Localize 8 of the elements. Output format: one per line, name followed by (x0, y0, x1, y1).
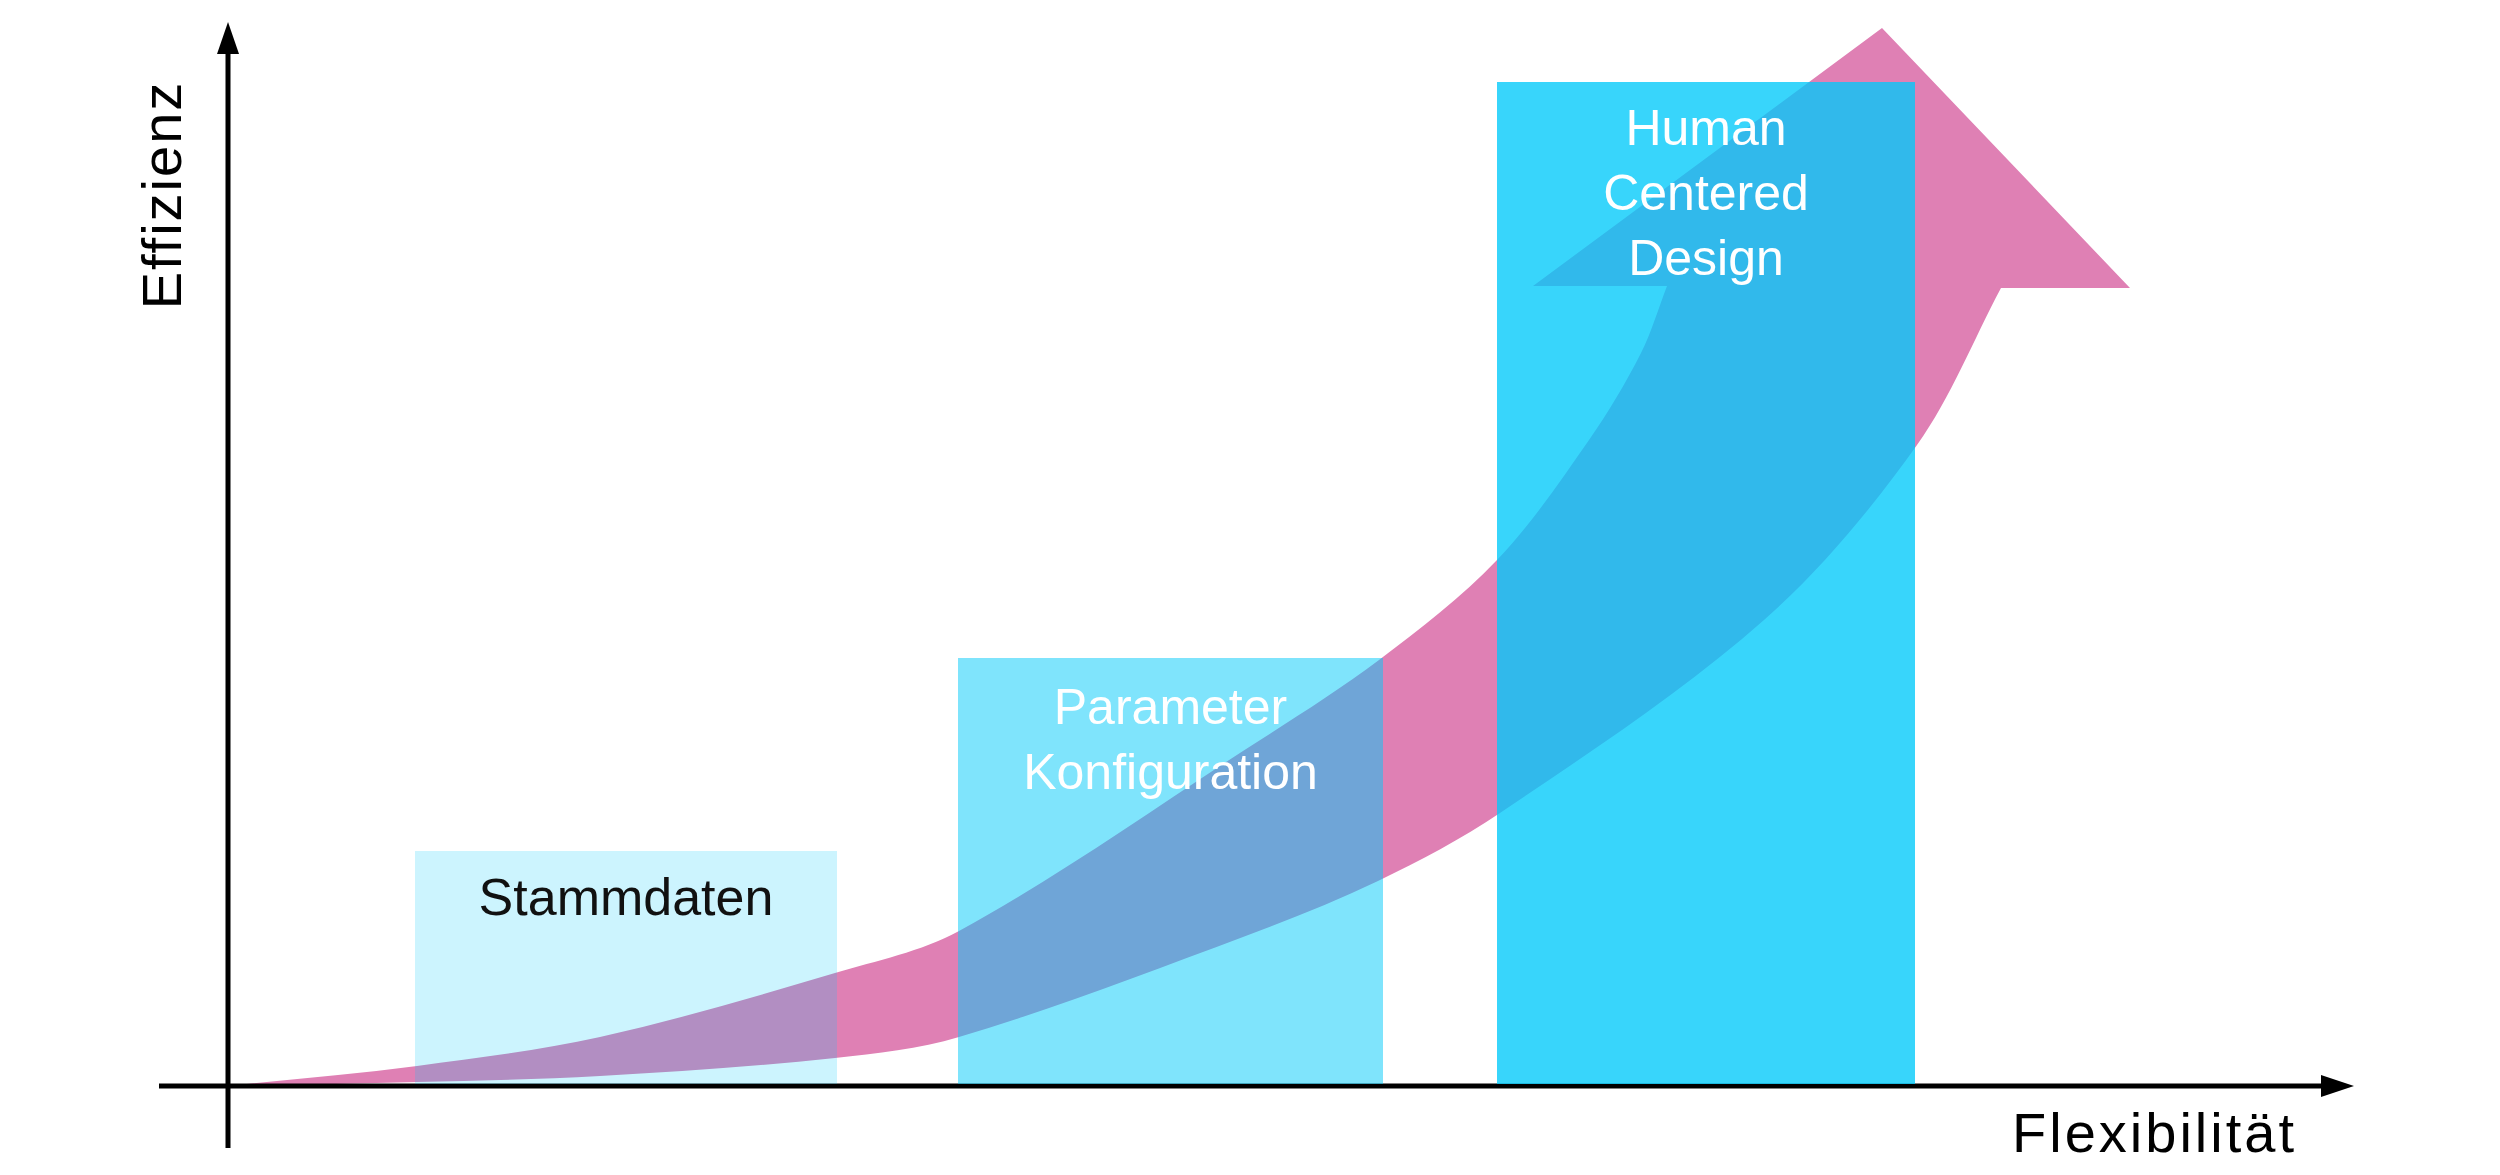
bar (415, 851, 837, 1084)
bar (1497, 82, 1915, 1084)
axis-title: Flexibilität (2012, 1105, 2297, 1161)
bar-label: Stammdaten (478, 867, 774, 928)
bar-label: Human Centered Design (1603, 99, 1809, 288)
bar-label: Parameter Konfiguration (1023, 678, 1318, 802)
bar (958, 658, 1383, 1084)
axis-title: Effizienz (134, 80, 190, 310)
